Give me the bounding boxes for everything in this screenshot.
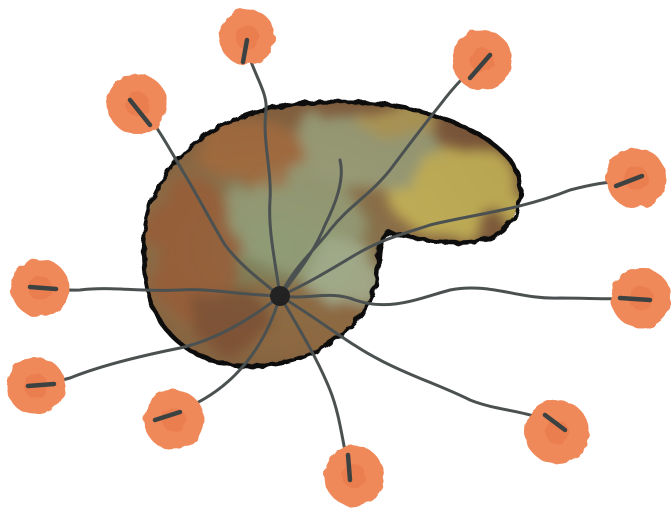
node-bottom-right [525, 400, 589, 464]
kidney-shaped-body [144, 102, 525, 366]
node-bottom [324, 446, 384, 506]
node-top-right [452, 30, 512, 90]
node-top [219, 9, 275, 65]
hub-node [270, 286, 290, 306]
node-upper-left [107, 74, 167, 134]
